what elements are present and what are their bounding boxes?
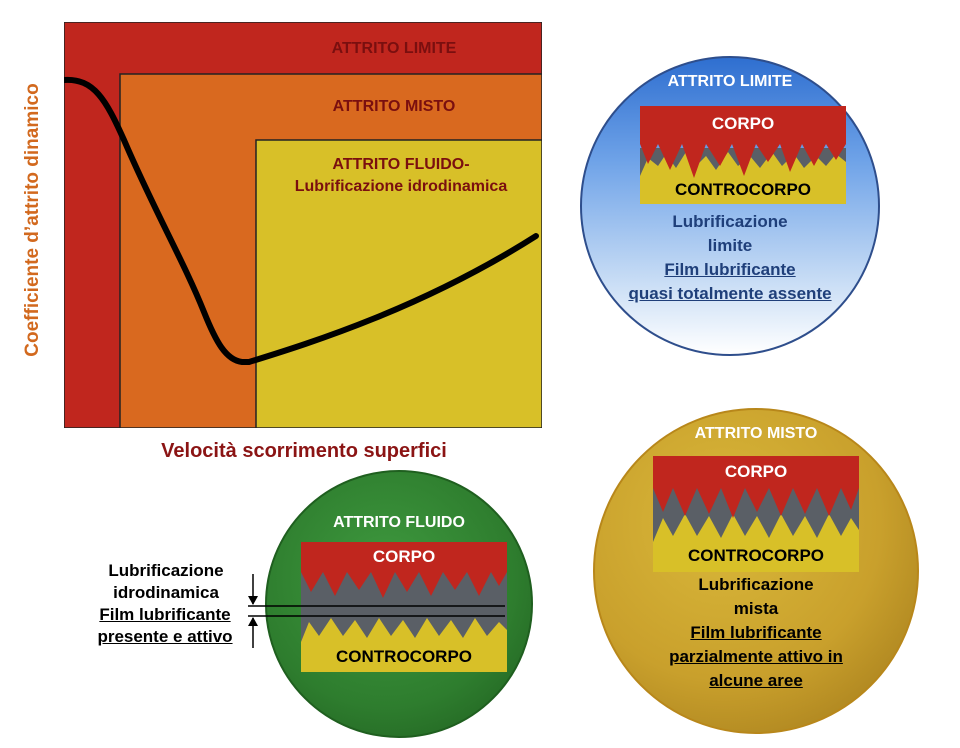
fluido-layers: CORPO CONTROCORPO — [301, 542, 507, 672]
fluido-upper-teeth — [301, 572, 507, 598]
misto-text-3: Film lubrificante — [690, 623, 822, 642]
fluido-corpo-label: CORPO — [372, 547, 436, 566]
misto-text-4: parzialmente attivo in — [669, 647, 843, 666]
film-thickness-indicator — [248, 574, 505, 648]
fluido-circle-title: ATTRITO FLUIDO — [333, 514, 465, 531]
limite-circle: ATTRITO LIMITE CORPO CONTROCORPO Lubrifi… — [580, 56, 880, 356]
misto-text-2: mista — [733, 599, 779, 618]
misto-lower-teeth — [653, 514, 859, 542]
limite-text-2: limite — [707, 236, 753, 255]
misto-layers: CORPO CONTROCORPO — [653, 456, 859, 572]
regime-diagram: ATTRITO LIMITE ATTRITO MISTO ATTRITO FLU… — [64, 22, 542, 428]
zone-fluido — [255, 139, 542, 428]
misto-text-5: alcune aree — [709, 671, 803, 690]
limite-upper-teeth — [640, 144, 846, 178]
zone-misto-label: ATTRITO MISTO — [332, 98, 456, 115]
zone-limite-label: ATTRITO LIMITE — [331, 40, 457, 57]
y-axis-label: Coefficiente d’attrito dinamico — [22, 83, 43, 357]
fluido-side-text-2: idrodinamica — [113, 583, 219, 602]
fluido-lower-teeth — [301, 618, 507, 642]
limite-text-1: Lubrificazione — [672, 212, 788, 231]
limite-corpo-label: CORPO — [711, 114, 775, 133]
fluido-side-text-1: Lubrificazione — [108, 561, 224, 580]
misto-layers-svg — [653, 456, 859, 572]
stribeck-curve — [64, 76, 539, 365]
zone-fluido-label-1: ATTRITO FLUIDO- — [332, 156, 470, 173]
regime-diagram-svg — [64, 22, 542, 428]
fluido-layers-svg — [301, 542, 507, 672]
film-arrow-down-head — [248, 596, 258, 605]
limite-text-4: quasi totalmente assente — [628, 284, 832, 303]
misto-circle-title: ATTRITO MISTO — [694, 425, 818, 442]
zone-fluido-label-2: Lubrificazione idrodinamica — [294, 178, 508, 195]
limite-controcorpo-label: CONTROCORPO — [675, 180, 811, 199]
fluido-side-text-4: presente e attivo — [97, 627, 233, 646]
misto-upper-teeth — [653, 488, 859, 518]
fluido-circle: ATTRITO FLUIDO CORPO CONTROCORPO — [265, 470, 533, 738]
x-axis-label: Velocità scorrimento superfici — [161, 440, 447, 462]
misto-controcorpo-label: CONTROCORPO — [688, 546, 824, 565]
film-arrow-up-head — [248, 617, 258, 626]
misto-circle: ATTRITO MISTO CORPO CONTROCORPO Lubrific… — [593, 408, 919, 734]
fluido-controcorpo-label: CONTROCORPO — [336, 647, 472, 666]
limite-text-3: Film lubrificante — [664, 260, 796, 279]
misto-corpo-label: CORPO — [724, 462, 788, 481]
limite-layers-svg — [640, 106, 846, 204]
misto-text-1: Lubrificazione — [698, 575, 814, 594]
fluido-side-text-3: Film lubrificante — [99, 605, 231, 624]
limite-layers: CORPO CONTROCORPO — [640, 106, 846, 204]
limite-circle-title: ATTRITO LIMITE — [667, 73, 793, 90]
